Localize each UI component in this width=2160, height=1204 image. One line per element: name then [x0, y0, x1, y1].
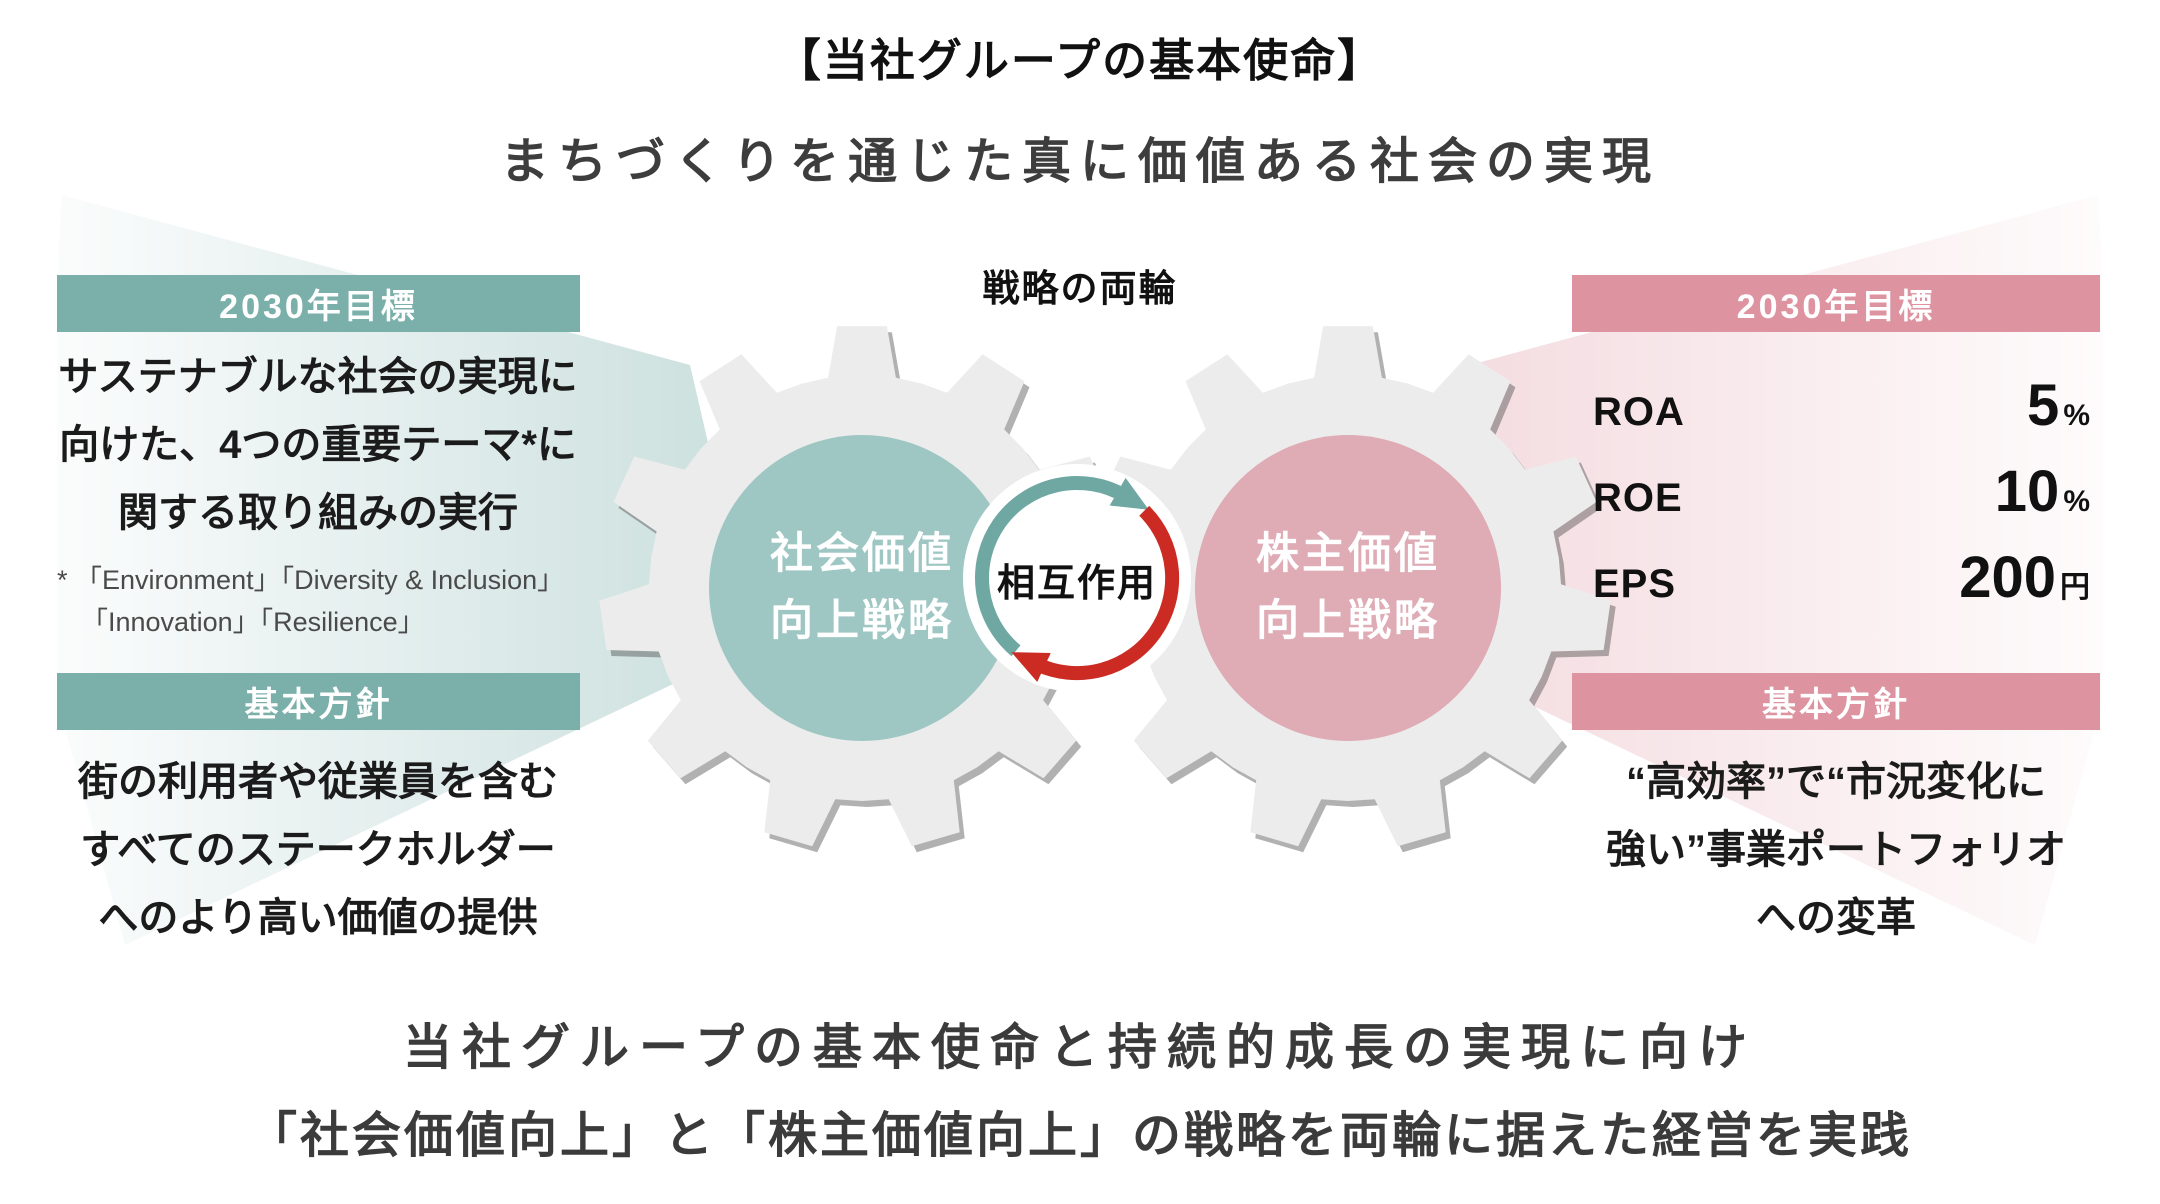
shareholder-value-line2: 向上戦略 — [1256, 597, 1440, 645]
goal-body-line: 関する取り組みの実行 — [118, 491, 518, 535]
roa-value: 5 — [2027, 373, 2060, 438]
metric-row-roa: ROA 5% — [1593, 372, 2090, 458]
eps-unit: 円 — [2060, 571, 2090, 604]
roa-unit: % — [2063, 399, 2090, 432]
footnote-line: * 「Environment」「Diversity & Inclusion」 — [57, 565, 565, 595]
roa-value-group: 5% — [2027, 372, 2090, 439]
policy-body-line: へのより高い価値の提供 — [98, 896, 538, 940]
eps-label: EPS — [1593, 562, 1677, 606]
roe-unit: % — [2063, 485, 2090, 518]
metric-row-roe: ROE 10% — [1593, 458, 2090, 544]
shareholder-value-line1: 株主価値 — [1256, 530, 1440, 579]
left-policy-header: 基本方針 — [57, 673, 580, 730]
footnote-line: 「Innovation」「Resilience」 — [81, 606, 425, 637]
left-2030-goal-body: サステナブルな社会の実現に 向けた、4つの重要テーマ*に 関する取り組みの実行 — [33, 343, 603, 547]
policy-body-line: すべてのステークホルダー — [80, 828, 556, 872]
roe-value-group: 10% — [1995, 458, 2090, 525]
interaction-label: 相互作用 — [996, 563, 1157, 605]
left-2030-goal-header-label: 2030年目標 — [219, 288, 418, 326]
footer-line-2: 「社会価値向上」と「株主価値向上」の戦略を両輪に据えた経営を実践 — [247, 1106, 1912, 1164]
roe-label: ROE — [1593, 476, 1683, 520]
right-policy-header-label: 基本方針 — [1762, 686, 1910, 724]
social-value-line2: 向上戦略 — [770, 597, 954, 645]
right-policy-header: 基本方針 — [1572, 673, 2100, 730]
goal-body-line: サステナブルな社会の実現に — [58, 355, 578, 399]
right-2030-goal-header-label: 2030年目標 — [1736, 288, 1936, 326]
right-policy-body: “高効率”で“市況変化に 強い”事業ポートフォリオ への変革 — [1566, 748, 2106, 952]
right-2030-goal-header: 2030年目標 — [1572, 275, 2100, 332]
roe-value: 10 — [1994, 459, 2060, 524]
social-value-line1: 社会価値 — [770, 530, 954, 579]
goal-body-line: 向けた、4つの重要テーマ*に — [59, 423, 577, 467]
left-2030-goal-header: 2030年目標 — [57, 275, 580, 332]
policy-body-line: “高効率”で“市況変化に — [1626, 760, 2046, 804]
eps-value: 200 — [1959, 545, 2056, 610]
themes-footnote: * 「Environment」「Diversity & Inclusion」 「… — [57, 560, 617, 644]
policy-body-line: 街の利用者や従業員を含む — [78, 760, 558, 804]
strategy-wheels-label: 戦略の両輪 — [982, 268, 1178, 309]
interaction-arrows-icon — [963, 464, 1191, 692]
policy-body-line: への変革 — [1756, 896, 1916, 940]
shareholder-value-strategy-circle: 株主価値 向上戦略 — [1195, 435, 1501, 741]
left-policy-header-label: 基本方針 — [244, 686, 393, 724]
mission-statement: まちづくりを通じた真に価値ある社会の実現 — [499, 132, 1660, 190]
roa-label: ROA — [1593, 390, 1685, 434]
policy-body-line: 強い”事業ポートフォリオ — [1606, 828, 2066, 872]
left-policy-body: 街の利用者や従業員を含む すべてのステークホルダー へのより高い価値の提供 — [33, 748, 603, 952]
footer-line-1: 当社グループの基本使命と持続的成長の実現に向け — [402, 1018, 1758, 1076]
page-title: 【当社グループの基本使命】 — [775, 35, 1385, 86]
